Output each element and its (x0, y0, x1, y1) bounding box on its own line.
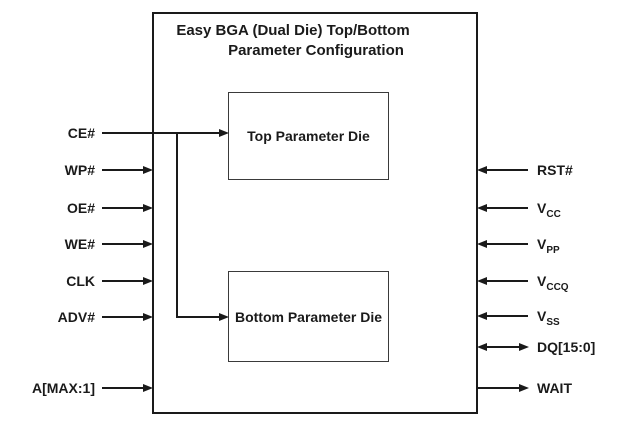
arrowhead-right-icon (143, 166, 153, 174)
ce-branch-vertical-line (176, 132, 178, 318)
signal-text-rst: RST# (537, 162, 573, 178)
signal-text-wait: WAIT (537, 380, 572, 396)
arrowhead-right-icon (143, 313, 153, 321)
signal-text-we: WE# (64, 236, 95, 252)
signal-text-address: A[MAX:1] (32, 380, 95, 396)
signal-label-vss: VSS (537, 306, 621, 328)
signal-line-vpp (486, 243, 528, 245)
signal-text-adv: ADV# (57, 309, 95, 325)
arrowhead-left-icon (477, 277, 487, 285)
signal-label-vccq: VCCQ (537, 271, 621, 293)
signal-label-address: A[MAX:1] (0, 378, 95, 398)
arrowhead-left-icon (477, 166, 487, 174)
signal-label-wp: WP# (0, 160, 95, 180)
signal-label-clk: CLK (0, 271, 95, 291)
signal-label-we: WE# (0, 234, 95, 254)
signal-line-address (102, 387, 143, 389)
arrowhead-right-icon (219, 313, 229, 321)
signal-text-vccq: V (537, 273, 547, 289)
signal-label-vpp: VPP (537, 234, 621, 256)
bottom-parameter-die-label: Bottom Parameter Die (234, 308, 383, 325)
signal-subscript-vccq: CCQ (546, 281, 569, 293)
signal-label-wait: WAIT (537, 378, 621, 398)
arrowhead-right-icon (219, 129, 229, 137)
signal-text-dq: DQ[15:0] (537, 339, 596, 355)
signal-line-clk (102, 280, 143, 282)
signal-line-vss (486, 315, 528, 317)
arrowhead-left-icon (477, 240, 487, 248)
signal-text-oe: OE# (66, 200, 95, 216)
signal-text-vpp: V (537, 236, 547, 252)
arrowhead-right-icon (143, 204, 153, 212)
arrowhead-right-icon (519, 343, 529, 351)
arrowhead-left-icon (477, 343, 487, 351)
signal-text-clk: CLK (66, 273, 95, 289)
signal-text-vcc: V (537, 200, 547, 216)
signal-subscript-vpp: PP (546, 244, 560, 256)
arrowhead-right-icon (143, 384, 153, 392)
signal-line-adv (102, 316, 143, 318)
signal-subscript-vss: SS (546, 316, 560, 328)
signal-label-ce: CE# (0, 123, 95, 143)
signal-label-vcc: VCC (537, 198, 621, 220)
arrowhead-right-icon (143, 240, 153, 248)
ce-branch-horizontal-line (176, 316, 219, 318)
arrowhead-left-icon (477, 204, 487, 212)
diagram-title-line2: Parameter Configuration (228, 42, 404, 59)
arrowhead-right-icon (519, 384, 529, 392)
arrowhead-left-icon (477, 312, 487, 320)
diagram-title-line1: Easy BGA (Dual Die) Top/Bottom (176, 22, 410, 39)
signal-subscript-vcc: CC (546, 208, 561, 220)
signal-label-adv: ADV# (0, 307, 95, 327)
top-parameter-die-label: Top Parameter Die (247, 128, 370, 144)
signal-line-we (102, 243, 143, 245)
signal-text-vss: V (537, 308, 547, 324)
top-parameter-die-box: Top Parameter Die (228, 92, 389, 180)
signal-line-ce (102, 132, 219, 134)
signal-line-rst (486, 169, 528, 171)
signal-text-ce: CE# (67, 125, 95, 141)
signal-label-rst: RST# (537, 160, 621, 180)
arrowhead-right-icon (143, 277, 153, 285)
signal-line-wp (102, 169, 143, 171)
bottom-parameter-die-box: Bottom Parameter Die (228, 271, 389, 362)
signal-line-vccq (486, 280, 528, 282)
signal-label-oe: OE# (0, 198, 95, 218)
signal-line-dq (486, 346, 519, 348)
signal-label-dq: DQ[15:0] (537, 337, 621, 357)
signal-line-vcc (486, 207, 528, 209)
signal-line-oe (102, 207, 143, 209)
signal-line-wait (477, 387, 519, 389)
signal-text-wp: WP# (64, 162, 95, 178)
